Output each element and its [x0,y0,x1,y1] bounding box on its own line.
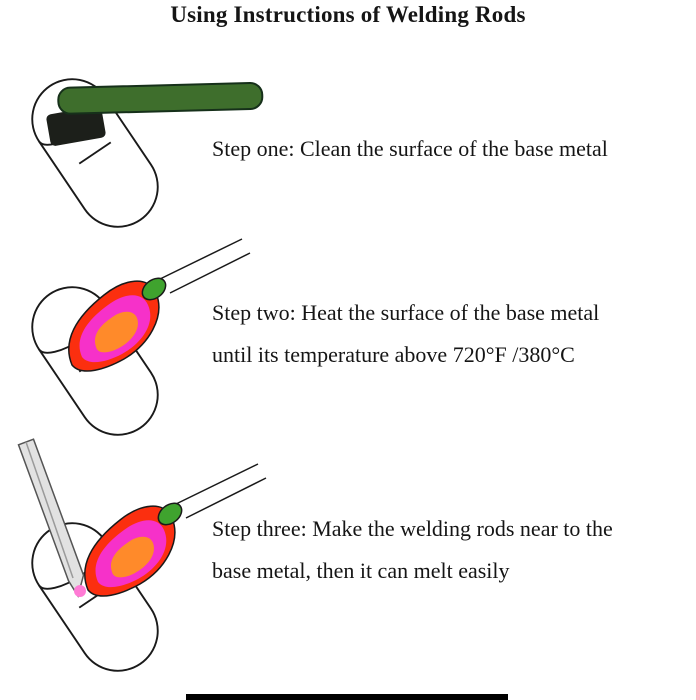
step-three-text-line-1: Step three: Make the welding rods near t… [212,516,613,541]
welding-rod-ridge [25,441,74,579]
step-three-caption: Step three: Make the welding rods near t… [212,508,687,592]
step-one-figure-svg [15,62,264,244]
step-one-illustration [0,50,280,250]
welding-rod-body [17,438,85,598]
rod-melt-glow [74,585,86,597]
step-three-illustration [0,438,280,695]
bottom-bar [186,694,508,700]
step-one-caption: Step one: Clean the surface of the base … [212,128,687,170]
step-two-caption: Step two: Heat the surface of the base m… [212,292,687,376]
page-title: Using Instructions of Welding Rods [170,2,526,27]
welding-rod-icon [17,438,86,598]
step-one-text-line-1: Step one: Clean the surface of the base … [212,136,608,161]
step-three-figure-svg [15,438,267,688]
brush-bristles [46,106,106,146]
step-two-text-line-2: until its temperature above 720°F /380°C [212,342,575,367]
step-two-text-line-1: Step two: Heat the surface of the base m… [212,300,600,325]
cleaning-brush-icon [46,81,264,146]
brush-handle [57,81,264,115]
step-three-text-line-2: base metal, then it can melt easily [212,558,510,583]
